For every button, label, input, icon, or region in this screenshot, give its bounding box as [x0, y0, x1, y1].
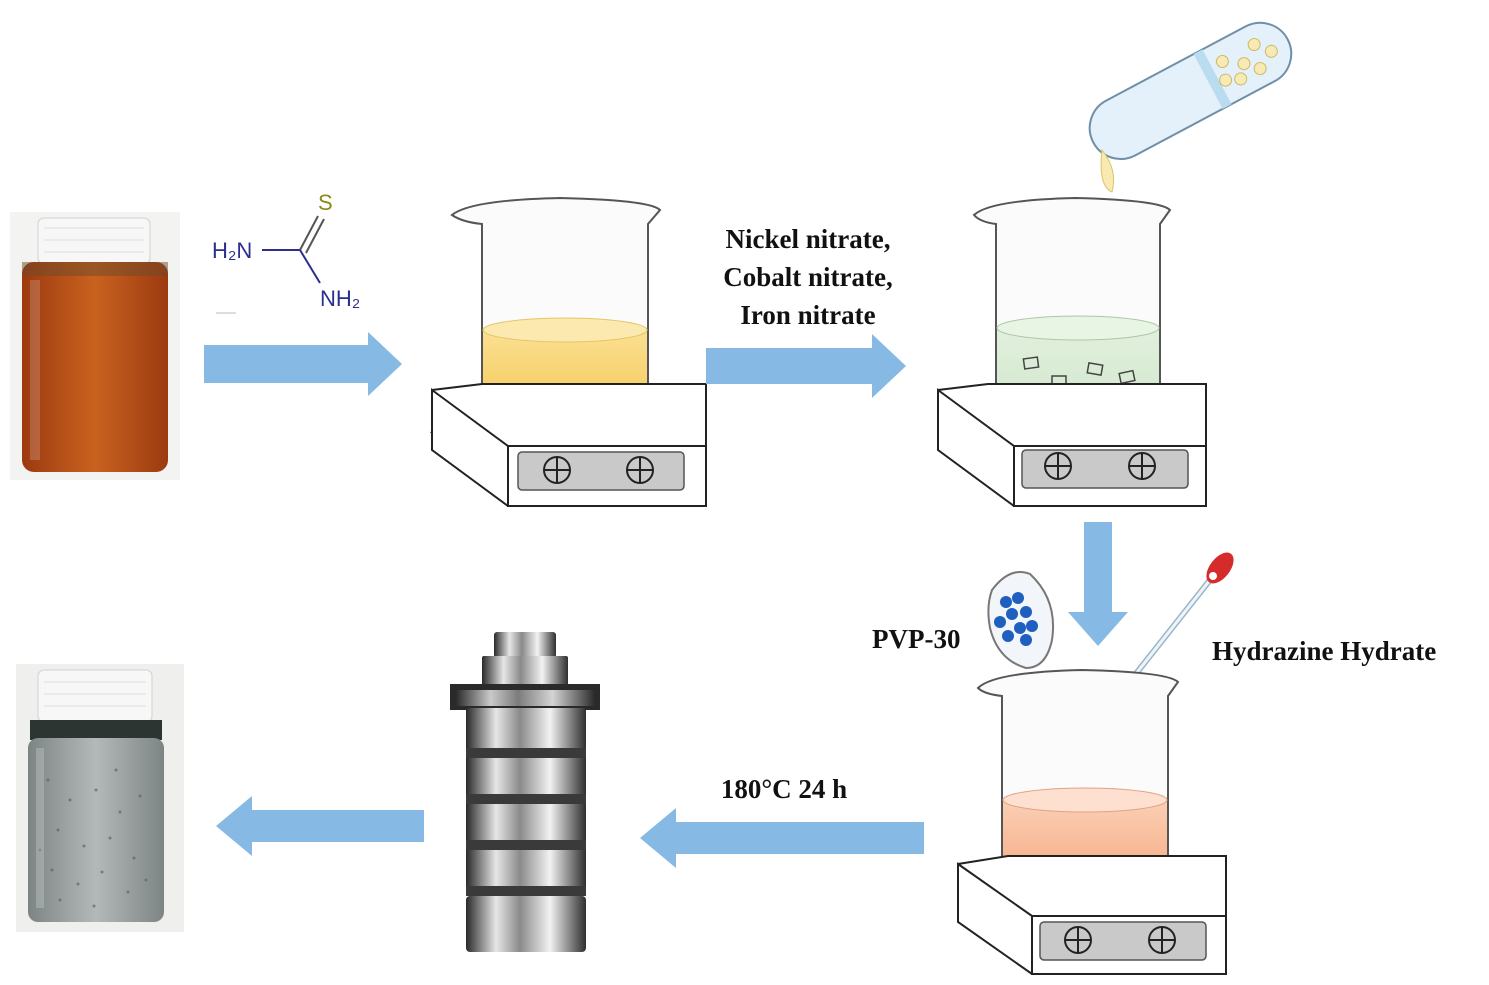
- nickel-nitrate-label: Nickel nitrate,: [726, 224, 891, 254]
- hotplate-beaker-orange: [957, 668, 1227, 975]
- autoclave-reactor: [450, 632, 600, 952]
- hotplate-beaker-green: [937, 196, 1207, 507]
- arrow-left-2: [216, 796, 424, 856]
- arrow-down: [1068, 522, 1128, 646]
- hotplate-beaker-yellow: [429, 196, 707, 507]
- sulfur-label: S: [318, 190, 333, 215]
- final-product-vial: [16, 664, 184, 932]
- iron-nitrate-label: Iron nitrate: [740, 300, 875, 330]
- arrow-right-1: [204, 332, 402, 396]
- cobalt-nitrate-label: Cobalt nitrate,: [723, 262, 892, 292]
- test-tube-pouring: [1088, 21, 1293, 295]
- h2n-label: H₂N: [212, 238, 252, 263]
- nitrates-label: Nickel nitrate, Cobalt nitrate, Iron nit…: [723, 224, 892, 330]
- pvp-label: PVP-30: [872, 624, 960, 654]
- thiourea-structure: H₂N S NH₂: [212, 190, 360, 314]
- arrow-left-1: [640, 808, 924, 868]
- arrow-right-2: [706, 334, 906, 398]
- condition-label: 180°C 24 h: [721, 774, 847, 804]
- hydrazine-label: Hydrazine Hydrate: [1212, 636, 1436, 666]
- nh2-label: NH₂: [320, 286, 360, 311]
- pvp-spoon: [987, 571, 1054, 670]
- initial-solution-vial: [10, 212, 180, 480]
